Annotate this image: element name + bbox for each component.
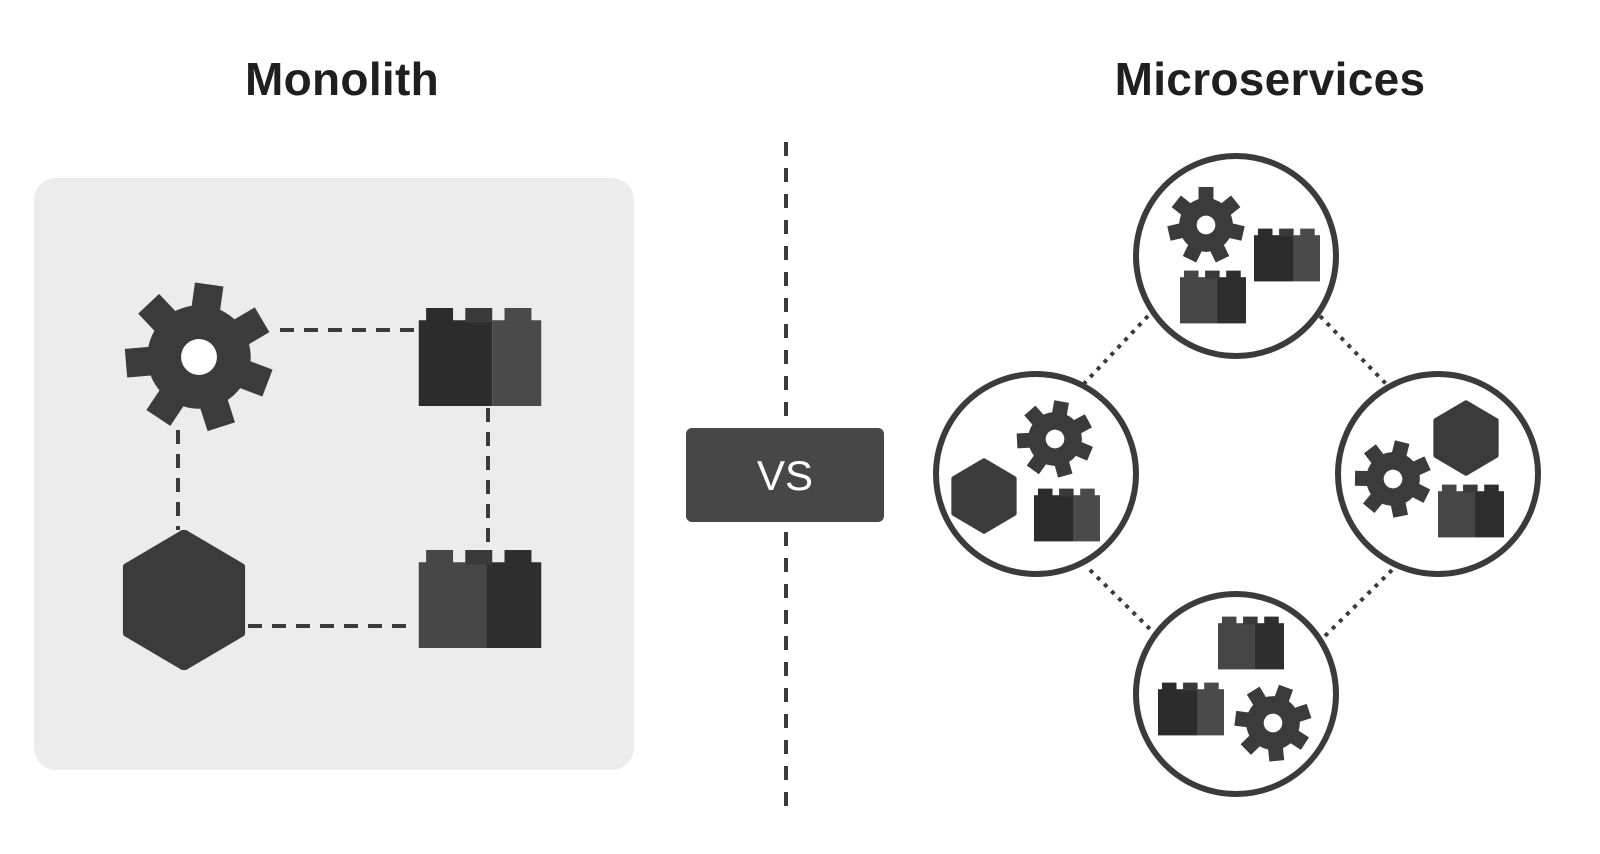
lego-block-icon xyxy=(1180,270,1246,324)
monolith-connections xyxy=(176,328,490,628)
vs-label: VS xyxy=(757,452,813,499)
connector-top-left xyxy=(1076,314,1150,392)
lego-block-icon xyxy=(418,550,542,648)
service-right xyxy=(1335,371,1541,577)
monolith-background xyxy=(34,178,634,770)
hexagon-icon xyxy=(953,460,1014,531)
lego-block-icon xyxy=(1218,616,1284,670)
service-connections xyxy=(1076,314,1394,638)
microservices-heading: Microservices xyxy=(1114,53,1426,105)
lego-block-icon xyxy=(1034,488,1100,542)
microservices-cluster xyxy=(933,153,1541,797)
connector-left-bottom xyxy=(1088,568,1157,636)
hexagon-icon xyxy=(1435,402,1496,473)
monolith-heading: Monolith xyxy=(245,53,439,105)
service-bottom xyxy=(1133,591,1339,797)
vs-badge xyxy=(686,428,884,522)
connector-top-right xyxy=(1318,314,1392,390)
connector-right-bottom xyxy=(1323,568,1394,638)
service-top xyxy=(1133,153,1339,359)
monolith-panel xyxy=(34,178,634,770)
lego-block-icon xyxy=(1158,682,1224,736)
center-divider: VS xyxy=(686,142,884,806)
service-left xyxy=(933,371,1139,577)
lego-block-icon xyxy=(1254,228,1320,282)
lego-block-icon xyxy=(1438,484,1504,538)
hexagon-icon xyxy=(127,533,242,667)
lego-block-icon xyxy=(418,308,542,406)
